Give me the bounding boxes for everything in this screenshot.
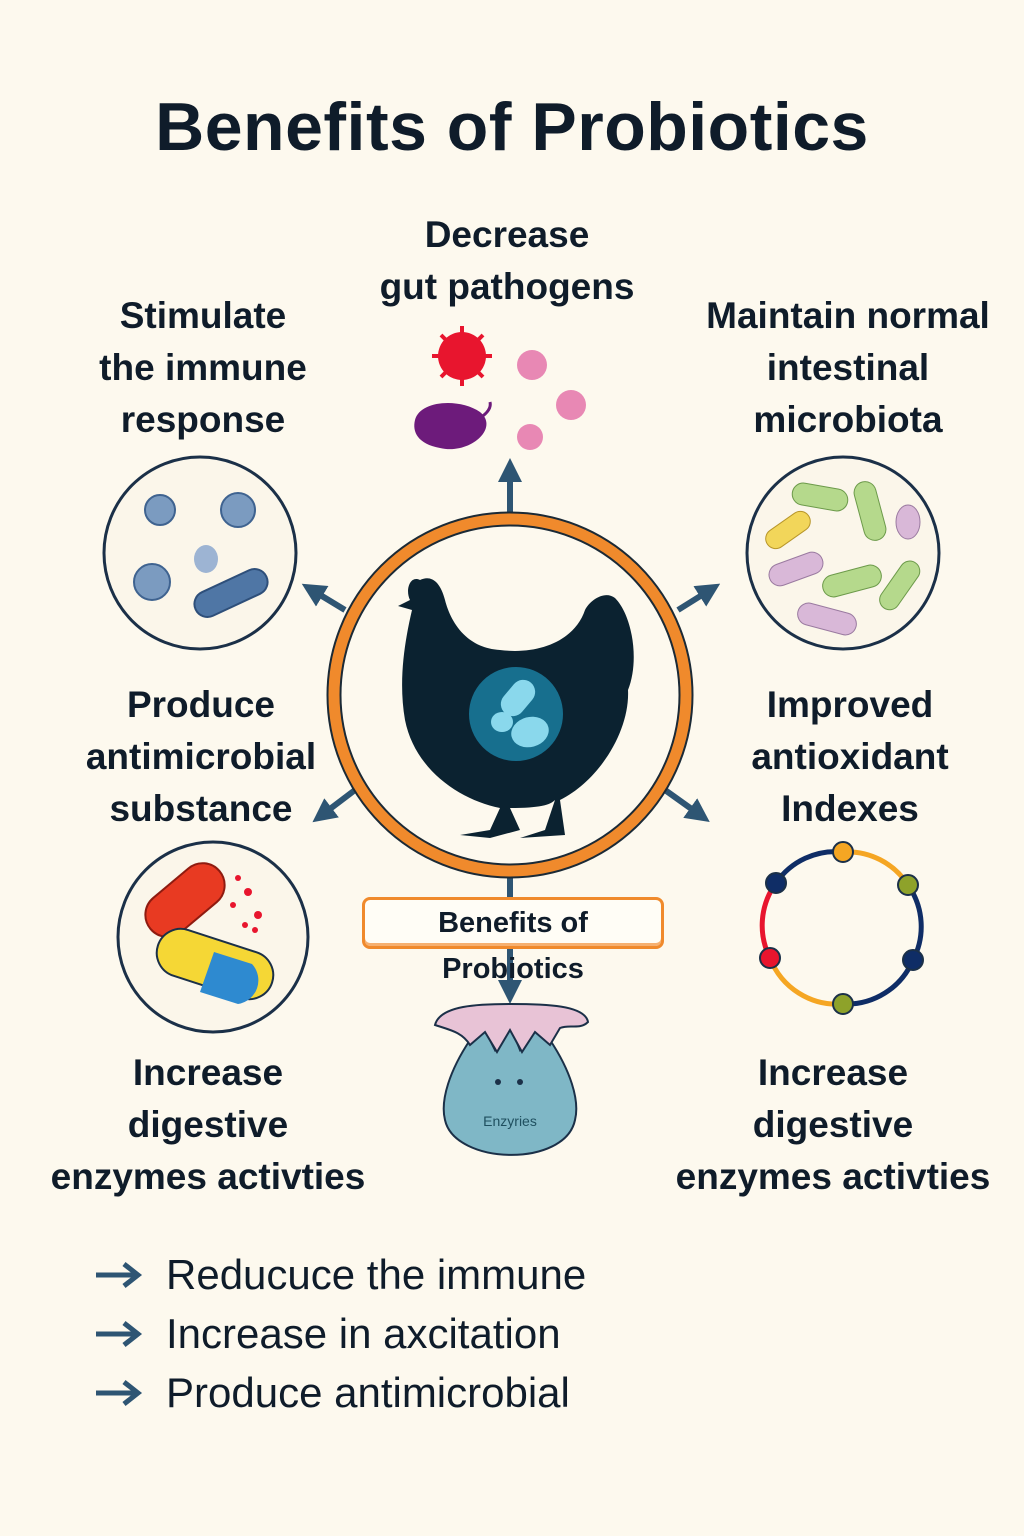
- microbiota-icon: [745, 455, 941, 651]
- bullet-item: Reducuce the immune: [92, 1245, 586, 1304]
- label-maintain-microbiota: Maintain normal intestinal microbiota: [668, 290, 1024, 446]
- label-digestive-enzymes-left: Increase digestive enzymes activties: [28, 1047, 388, 1203]
- center-label-box: Benefits of Probiotics: [362, 897, 664, 985]
- label-line: Decrease: [424, 214, 590, 255]
- capsule-icon: [116, 840, 310, 1034]
- bullet-list: Reducuce the immune Increase in axcitati…: [92, 1245, 586, 1422]
- bullet-text: Produce antimicrobial: [166, 1368, 570, 1416]
- pathogens-icon: [414, 326, 586, 450]
- label-line: intestinal: [766, 347, 930, 388]
- label-line: digestive: [752, 1104, 914, 1145]
- label-stimulate-immune: Stimulate the immune response: [23, 290, 383, 446]
- arrow-down-left: [312, 787, 357, 823]
- arrow-up-left: [301, 583, 347, 613]
- arrow-up-right: [676, 583, 721, 613]
- label-improved-antioxidant: Improved antioxidant Indexes: [670, 679, 1024, 835]
- chicken-ring: [326, 511, 694, 879]
- label-line: Maintain normal: [706, 295, 990, 336]
- arrow-right-icon: [96, 1261, 143, 1288]
- bullet-item: Increase in axcitation: [92, 1304, 586, 1363]
- label-line: response: [120, 399, 286, 440]
- bullet-item: Produce antimicrobial: [92, 1363, 586, 1422]
- arrows: [301, 458, 721, 1004]
- label-line: Improved: [766, 684, 934, 725]
- bullet-text: Increase in axcitation: [166, 1309, 561, 1357]
- label-decrease-gut-pathogens: Decrease gut pathogens: [327, 209, 687, 313]
- label-line: antimicrobial: [85, 736, 317, 777]
- arrow-right-icon: [96, 1320, 143, 1347]
- enzyme-icon: [433, 1002, 590, 1156]
- label-line: gut pathogens: [379, 266, 635, 307]
- enzyme-label: Enzyries: [483, 1113, 537, 1129]
- arrow-down-right: [663, 787, 710, 822]
- label-line: Produce: [126, 684, 276, 725]
- label-line: Indexes: [781, 788, 919, 829]
- label-line: the immune: [99, 347, 307, 388]
- arrow-right-icon: [96, 1379, 143, 1406]
- label-digestive-enzymes-right: Increase digestive enzymes activties: [653, 1047, 1013, 1203]
- label-line: antioxidant: [751, 736, 949, 777]
- bullet-text: Reducuce the immune: [166, 1250, 587, 1298]
- label-line: enzymes activties: [50, 1156, 366, 1197]
- page-title: Benefits of Probiotics: [155, 89, 869, 165]
- label-line: Increase: [132, 1052, 284, 1093]
- label-line: enzymes activties: [675, 1156, 991, 1197]
- label-produce-antimicrobial: Produce antimicrobial substance: [21, 679, 381, 835]
- label-line: digestive: [127, 1104, 289, 1145]
- antioxidant-ring-icon: [759, 841, 924, 1015]
- label-line: microbiota: [753, 399, 943, 440]
- label-line: Increase: [757, 1052, 909, 1093]
- label-line: substance: [109, 788, 293, 829]
- immune-cells-icon: [102, 455, 298, 651]
- label-line: Stimulate: [119, 295, 287, 336]
